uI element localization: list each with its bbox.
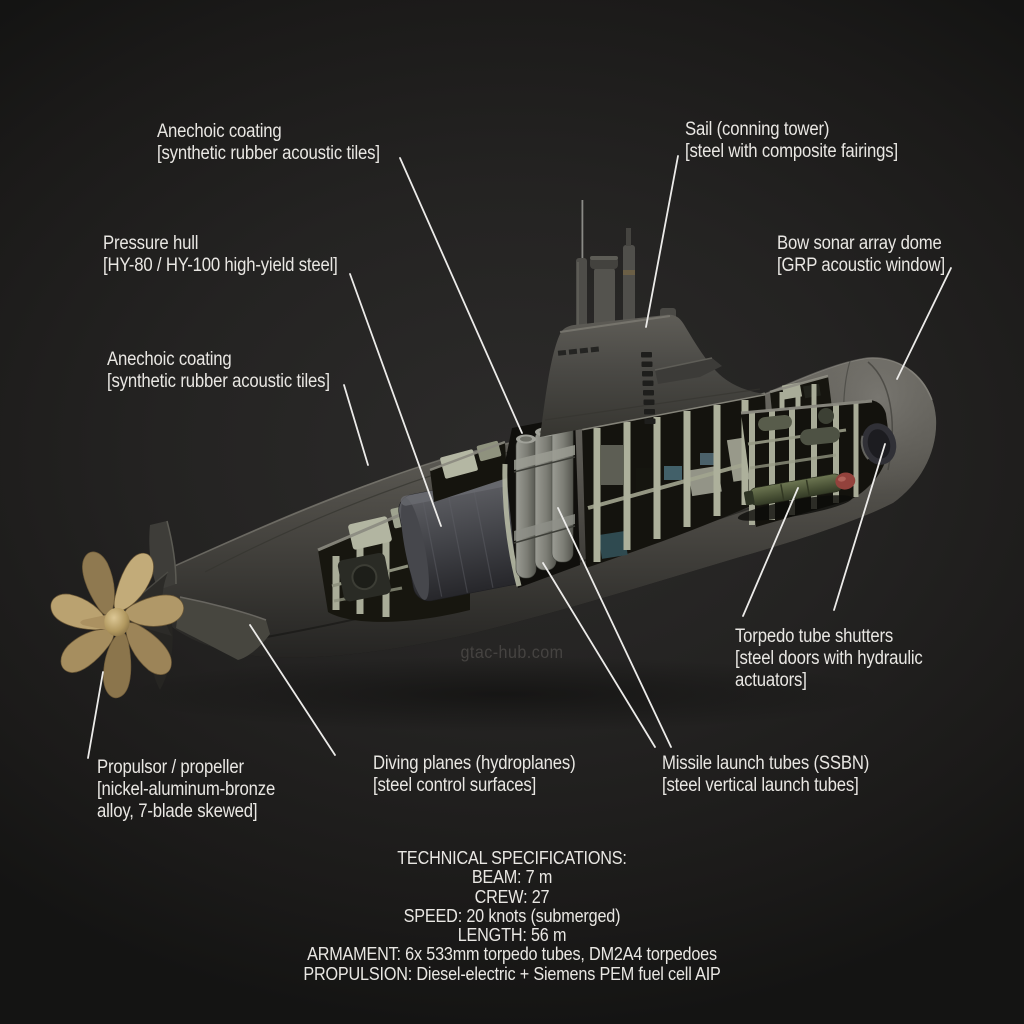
specs-crew: CREW: 27	[474, 886, 550, 907]
leader-line-missile-tubes-a	[542, 562, 656, 748]
label-anechoic-coating-top: Anechoic coating [synthetic rubber acous…	[157, 121, 380, 165]
label-anechoic-coating-left: Anechoic coating [synthetic rubber acous…	[107, 349, 330, 393]
leader-line-torpedo-shutters-b	[833, 443, 886, 611]
leader-lines	[87, 155, 952, 759]
cutaway-deck-aft	[429, 440, 507, 502]
label-subtitle: [steel vertical launch tubes]	[662, 775, 859, 796]
propeller-spinner	[80, 614, 108, 631]
label-torpedo-shutters: Torpedo tube shutters [steel doors with …	[735, 626, 923, 692]
sail-plane	[655, 358, 722, 384]
torpedo	[743, 472, 856, 506]
ground-shadow	[125, 656, 885, 732]
sail-windows	[557, 346, 600, 356]
propeller-hub	[104, 607, 130, 637]
label-title: Torpedo tube shutters	[735, 626, 894, 647]
torpedo-tube-shutter	[860, 423, 897, 465]
specs-propulsion: PROPULSION: Diesel-electric + Siemens PE…	[303, 963, 721, 984]
leader-line-pressure-hull	[349, 273, 442, 527]
label-subtitle: [steel doors with hydraulic	[735, 648, 923, 669]
label-title: Anechoic coating	[157, 121, 282, 142]
leader-line-bow-sonar	[896, 267, 952, 380]
label-title: Diving planes (hydroplanes)	[373, 753, 576, 774]
masts	[576, 200, 676, 338]
sail	[540, 200, 765, 437]
label-subtitle: [steel control surfaces]	[373, 775, 537, 796]
label-title: Missile launch tubes (SSBN)	[662, 753, 870, 774]
technical-specifications: TECHNICAL SPECIFICATIONS: BEAM: 7 m CREW…	[51, 848, 973, 984]
label-title: Pressure hull	[103, 233, 199, 254]
label-title: Bow sonar array dome	[777, 233, 942, 254]
sail-flood-slots	[641, 352, 656, 424]
missile-launch-tubes	[502, 416, 580, 588]
cutaway-torpedo-room	[737, 399, 897, 527]
leader-line-anechoic-left	[343, 384, 369, 466]
label-subtitle: alloy, 7-blade skewed]	[97, 801, 258, 822]
leader-line-torpedo-shutters-a	[742, 487, 799, 617]
leader-line-sail	[645, 155, 679, 328]
label-title: Propulsor / propeller	[97, 757, 244, 778]
label-diving-planes: Diving planes (hydroplanes) [steel contr…	[373, 753, 576, 797]
specs-length: LENGTH: 56 m	[457, 925, 567, 946]
leader-line-missile-tubes-b	[557, 507, 672, 748]
specs-beam: BEAM: 7 m	[471, 867, 553, 888]
label-pressure-hull: Pressure hull [HY-80 / HY-100 high-yield…	[103, 233, 338, 277]
specs-speed: SPEED: 20 knots (submerged)	[403, 905, 621, 926]
label-subtitle: [HY-80 / HY-100 high-yield steel]	[103, 255, 338, 276]
label-subtitle: [steel with composite fairings]	[685, 141, 898, 162]
label-subtitle: [synthetic rubber acoustic tiles]	[157, 143, 380, 164]
watermark: gtac-hub.com	[460, 642, 564, 662]
propeller	[48, 546, 189, 703]
label-missile-tubes: Missile launch tubes (SSBN) [steel verti…	[662, 753, 869, 797]
specs-heading: TECHNICAL SPECIFICATIONS:	[397, 848, 627, 868]
label-bow-sonar: Bow sonar array dome [GRP acoustic windo…	[777, 233, 945, 277]
label-subtitle: [GRP acoustic window]	[777, 255, 945, 276]
aft-diving-plane	[176, 597, 270, 660]
label-title: Sail (conning tower)	[685, 119, 830, 140]
label-subtitle: actuators]	[735, 670, 807, 691]
label-title: Anechoic coating	[107, 349, 232, 370]
label-propulsor: Propulsor / propeller [nickel-aluminum-b…	[97, 757, 275, 823]
leader-line-diving-planes	[249, 624, 336, 756]
torpedo-red-tip	[835, 472, 856, 490]
leader-line-anechoic-top	[399, 157, 523, 434]
label-subtitle: [synthetic rubber acoustic tiles]	[107, 371, 330, 392]
leader-line-propulsor	[87, 671, 104, 759]
upper-rudder	[149, 521, 176, 590]
label-subtitle: [nickel-aluminum-bronze	[97, 779, 276, 800]
specs-armament: ARMAMENT: 6x 533mm torpedo tubes, DM2A4 …	[307, 944, 717, 965]
label-sail: Sail (conning tower) [steel with composi…	[685, 119, 898, 163]
